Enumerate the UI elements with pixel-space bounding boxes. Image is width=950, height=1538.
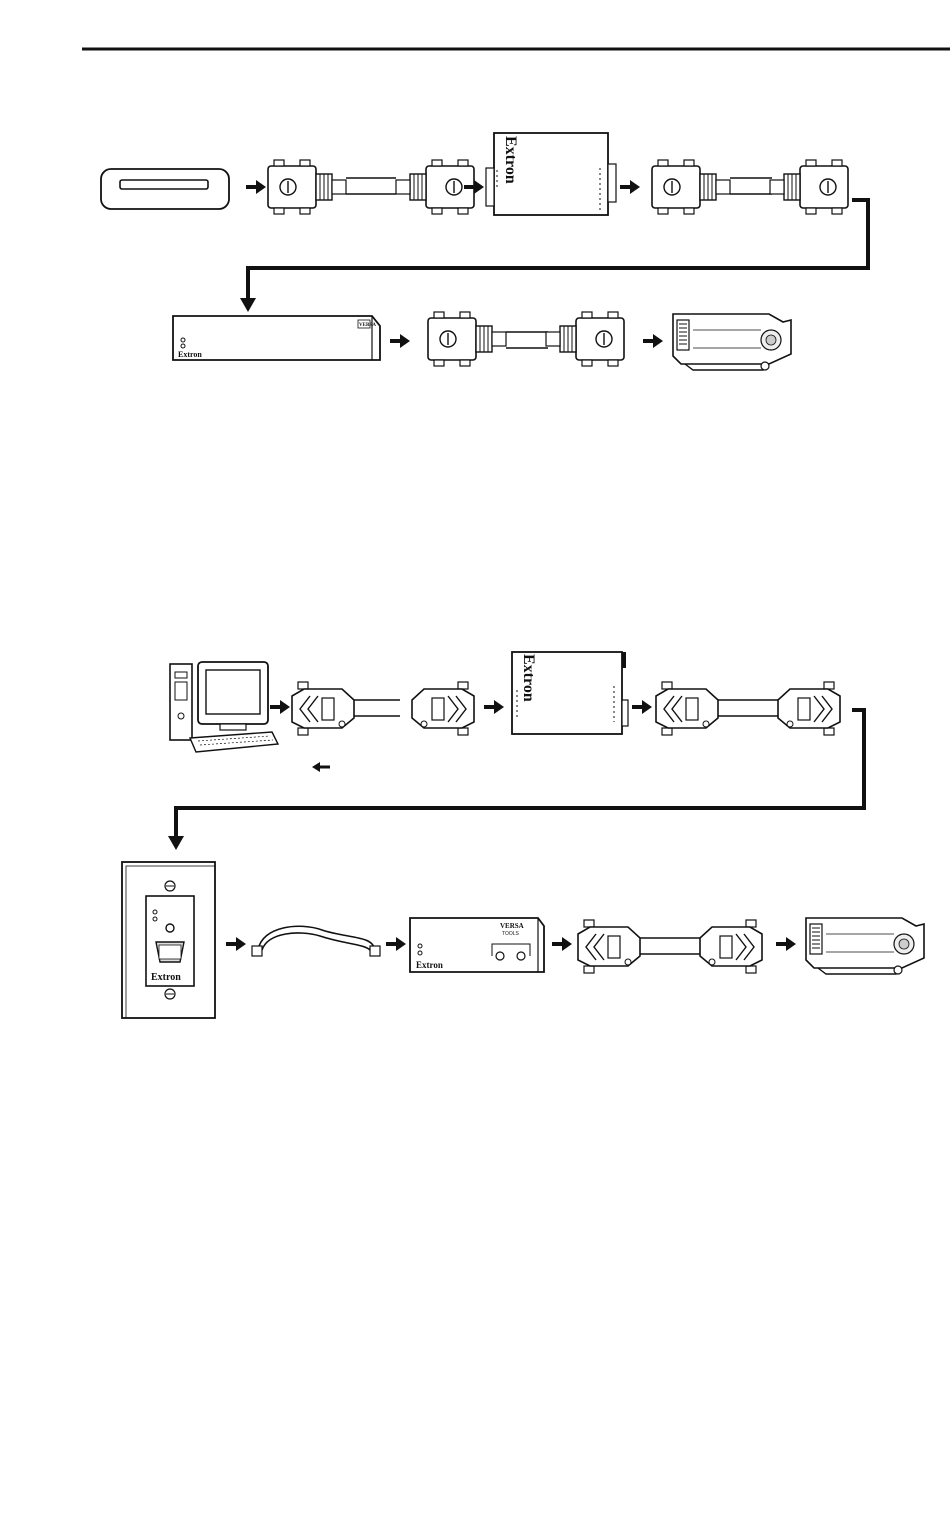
vga-cable-icon: [578, 920, 762, 973]
arrow-icon: [226, 937, 246, 951]
arrow-icon: [484, 700, 504, 714]
badge-sub-label: TOOLS: [502, 931, 520, 937]
arrow-icon: [552, 937, 572, 951]
extron-interface-icon: Extron: [512, 652, 628, 734]
arrow-icon: [390, 334, 410, 348]
arrow-icon: [240, 298, 256, 312]
dvi-cable-icon: [652, 160, 848, 214]
computer-icon: [170, 662, 278, 752]
arrow-icon: [643, 334, 663, 348]
arrow-left-icon: [312, 762, 330, 772]
badge-label: VERSA: [500, 922, 524, 930]
arrow-icon: [270, 700, 290, 714]
vga-cable-icon: [292, 682, 474, 735]
projector-icon: [806, 918, 924, 974]
arrow-icon: [776, 937, 796, 951]
projector-icon: [673, 314, 791, 370]
versatools-receiver-icon: VERSA TOOLS Extron: [410, 918, 544, 972]
brand-label: Extron: [520, 654, 537, 702]
arrow-icon: [168, 836, 184, 850]
brand-label: Extron: [502, 136, 519, 184]
twisted-pair-cable-icon: [252, 926, 380, 956]
brand-label: Extron: [151, 972, 181, 983]
arrow-icon: [632, 700, 652, 714]
arrow-icon: [246, 180, 266, 194]
badge-label: VERSA: [359, 323, 376, 328]
vga-cable-icon: [656, 682, 840, 735]
extron-interface-icon: Extron: [486, 133, 616, 215]
wallplate-icon: Extron: [122, 862, 215, 1018]
brand-label: Extron: [178, 350, 202, 359]
extron-switcher-icon: VERSA Extron: [173, 316, 380, 360]
dvi-cable-icon: [428, 312, 624, 366]
arrow-icon: [386, 937, 406, 951]
dvi-cable-icon: [268, 160, 474, 214]
arrow-icon: [620, 180, 640, 194]
brand-label: Extron: [416, 960, 443, 970]
dvd-player-icon: [101, 169, 229, 209]
